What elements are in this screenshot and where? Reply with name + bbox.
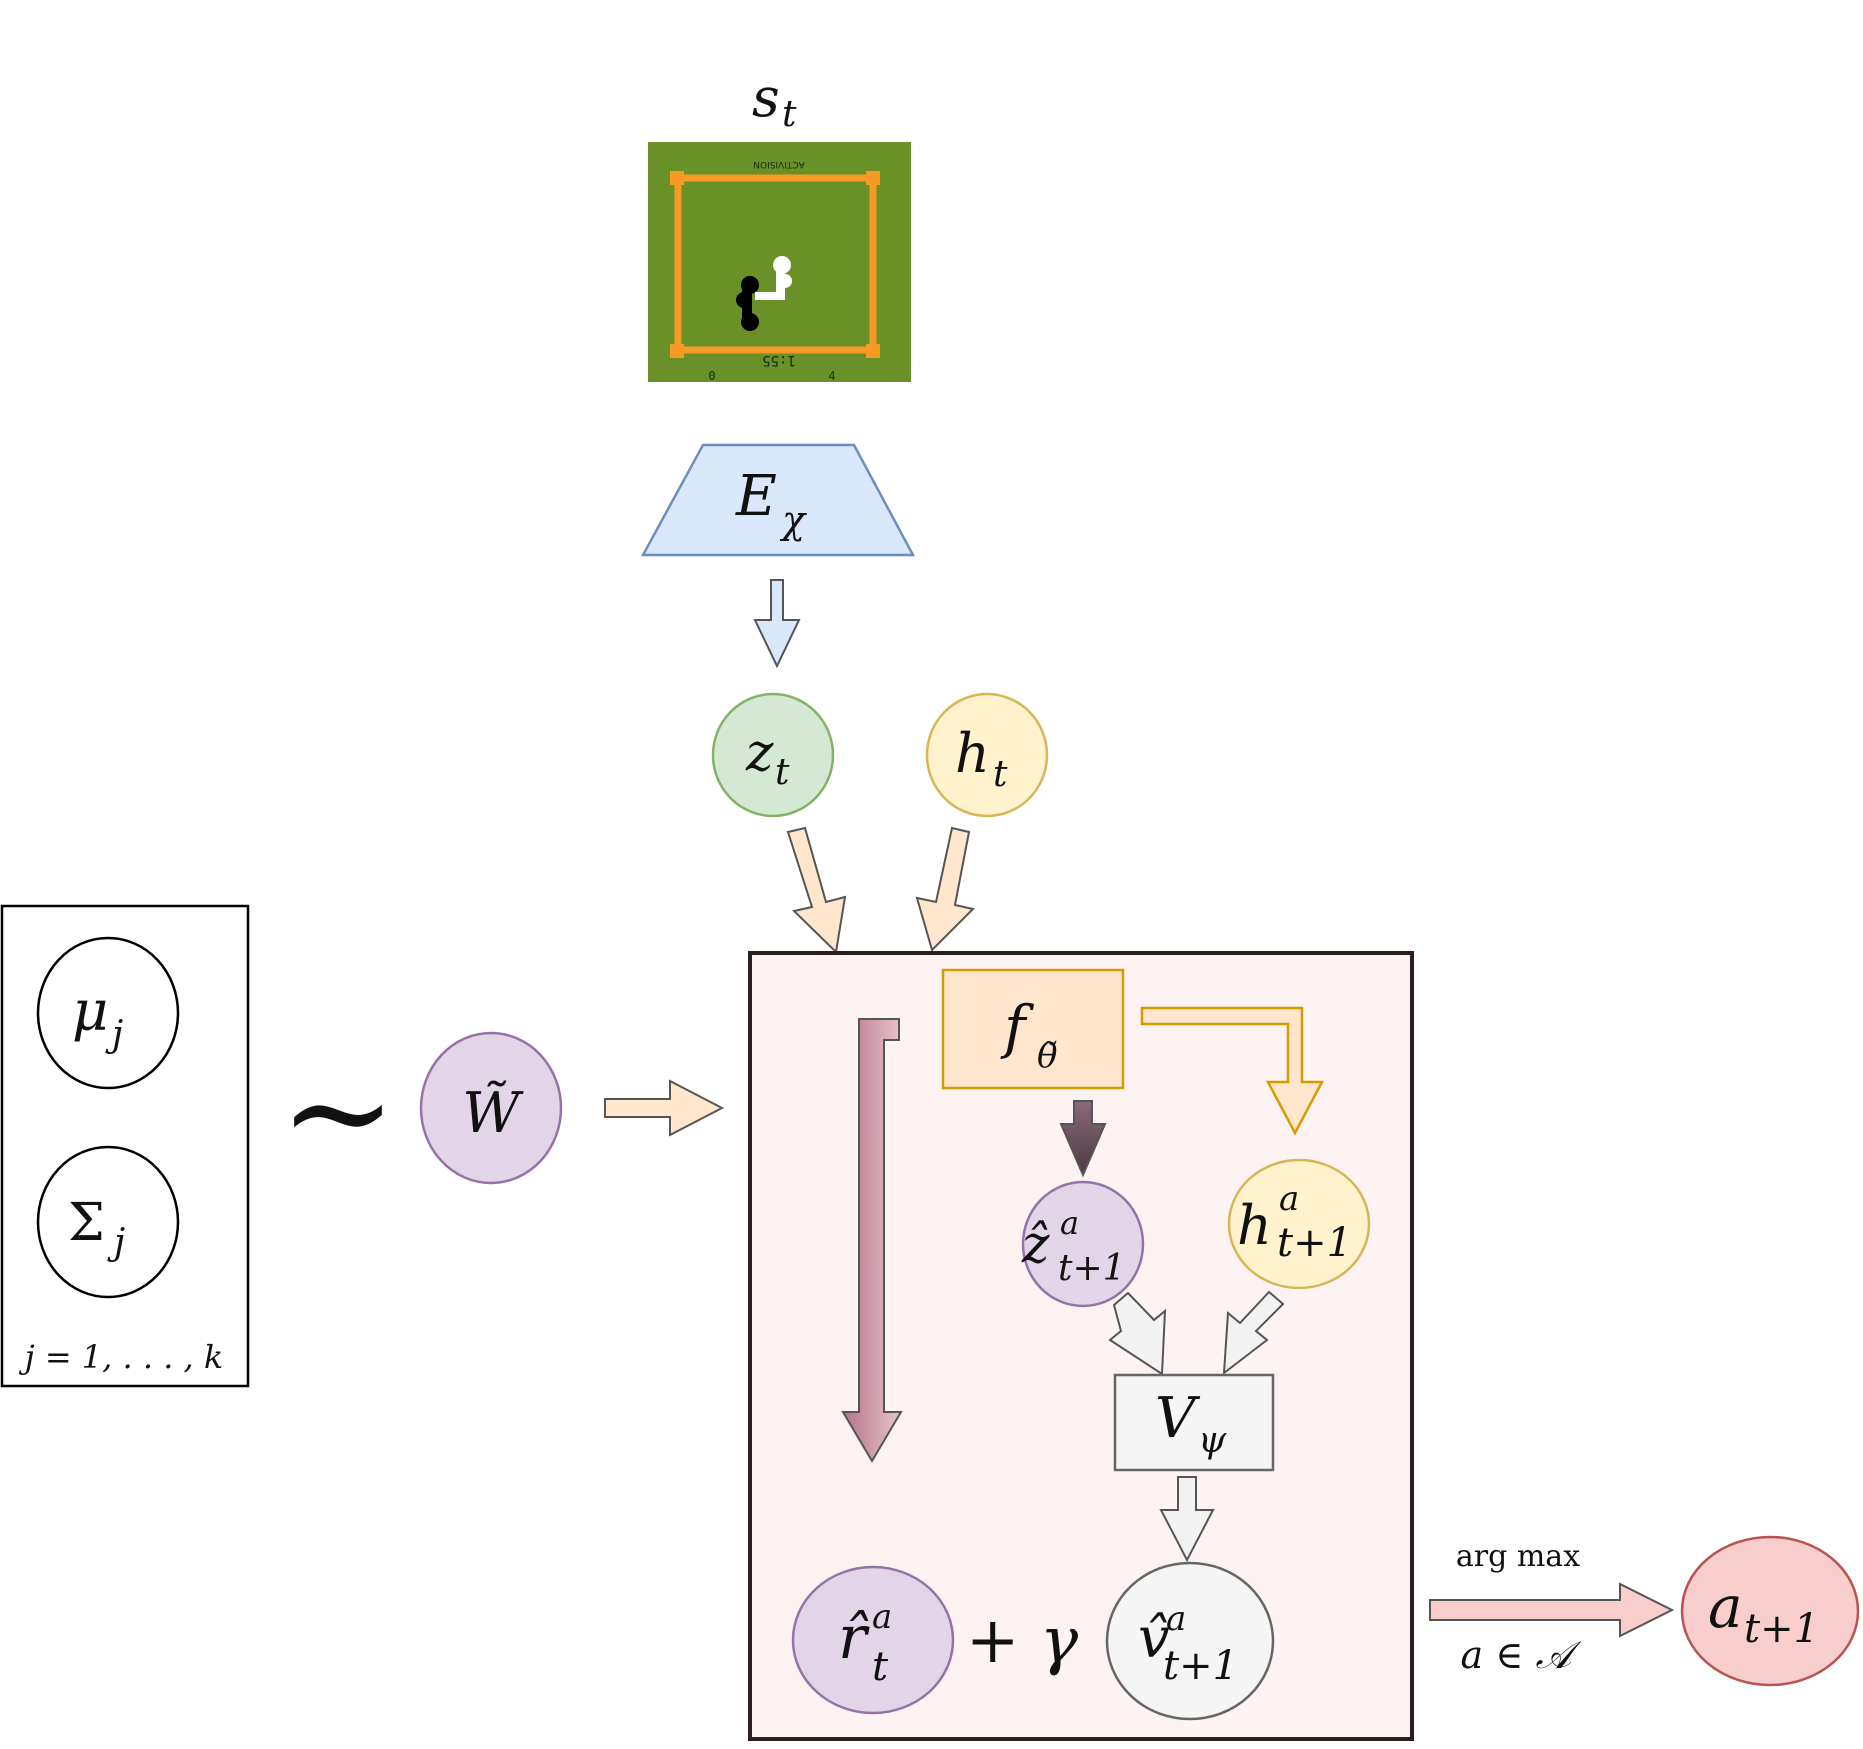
svg-text:t: t bbox=[993, 754, 1008, 795]
svg-text:r̂: r̂ bbox=[838, 1603, 870, 1673]
svg-text:μ: μ bbox=[72, 979, 108, 1044]
action-set-label: a ∈ 𝒜 bbox=[1461, 1633, 1583, 1677]
state-label: s t bbox=[752, 66, 797, 135]
h-to-v-arrow bbox=[1222, 1290, 1285, 1376]
svg-text:ψ: ψ bbox=[1198, 1420, 1227, 1461]
h-t-node: h t bbox=[925, 692, 1049, 818]
game-clock-text: 1:55 bbox=[762, 352, 796, 368]
f-to-h-arrow bbox=[1140, 1006, 1325, 1136]
r-hat-node: r̂ a t bbox=[791, 1565, 955, 1715]
sample-tilde: ∼ bbox=[279, 1031, 396, 1194]
encoder-block: E χ bbox=[640, 443, 916, 557]
argmax-label: arg max bbox=[1456, 1539, 1580, 1574]
svg-text:a: a bbox=[1060, 1204, 1079, 1242]
svg-text:t: t bbox=[872, 1644, 889, 1690]
svg-text:W̃: W̃ bbox=[462, 1080, 524, 1146]
z-t-node: z t bbox=[711, 692, 835, 818]
svg-text:V: V bbox=[1155, 1386, 1201, 1451]
v-hat-node: v̂ a t+1 bbox=[1105, 1561, 1275, 1721]
game-score-right: 4 bbox=[828, 369, 835, 383]
svg-text:ẑ: ẑ bbox=[1021, 1215, 1050, 1275]
svg-text:h: h bbox=[1237, 1194, 1272, 1257]
v-psi-box: V ψ bbox=[1113, 1373, 1275, 1472]
svg-text:t+1: t+1 bbox=[1277, 1220, 1352, 1266]
w-node: W̃ bbox=[419, 1031, 563, 1185]
f-theta-box: f θ̃ bbox=[941, 968, 1125, 1090]
action-node: a t+1 bbox=[1680, 1535, 1860, 1687]
prior-plate: μ j Σ j j = 1, . . . , k bbox=[0, 904, 250, 1388]
svg-text:a: a bbox=[1166, 1599, 1186, 1639]
svg-text:a: a bbox=[872, 1597, 892, 1637]
svg-text:θ̃: θ̃ bbox=[1037, 1036, 1057, 1076]
svg-text:a: a bbox=[1279, 1179, 1299, 1219]
svg-text:Σ: Σ bbox=[68, 1193, 105, 1253]
svg-text:E: E bbox=[735, 464, 777, 529]
svg-text:a: a bbox=[1708, 1573, 1743, 1641]
z-to-model-arrow bbox=[786, 826, 847, 955]
argmax-arrow bbox=[1429, 1582, 1675, 1638]
f-to-z-arrow bbox=[1059, 1100, 1107, 1178]
game-brand-text: ACTIVISION bbox=[753, 159, 804, 169]
z-to-v-arrow bbox=[1108, 1291, 1167, 1376]
v-to-vhat-arrow bbox=[1159, 1476, 1215, 1563]
svg-text:v̂: v̂ bbox=[1138, 1606, 1170, 1671]
svg-text:s: s bbox=[752, 66, 780, 129]
svg-text:t: t bbox=[782, 94, 797, 135]
svg-text:h: h bbox=[955, 722, 990, 785]
svg-text:t+1: t+1 bbox=[1058, 1248, 1126, 1289]
encoder-arrow bbox=[753, 579, 801, 669]
svg-text:j = 1, . . . , k: j = 1, . . . , k bbox=[19, 1338, 224, 1376]
svg-text:t+1: t+1 bbox=[1163, 1643, 1238, 1689]
plus-gamma: + γ bbox=[966, 1604, 1079, 1678]
svg-text:z: z bbox=[745, 723, 774, 783]
w-to-model-arrow bbox=[604, 1079, 725, 1137]
svg-text:t: t bbox=[775, 752, 790, 793]
svg-text:χ: χ bbox=[779, 498, 807, 542]
h-to-model-arrow bbox=[915, 826, 975, 952]
svg-text:t+1: t+1 bbox=[1744, 1606, 1819, 1652]
game-frame-image: ACTIVISION 1:55 0 4 bbox=[648, 142, 911, 383]
h-next-node: h a t+1 bbox=[1227, 1158, 1371, 1290]
z-hat-node: ẑ a t+1 bbox=[1021, 1180, 1145, 1308]
reward-arrow-shape bbox=[841, 1018, 903, 1463]
game-score-left: 0 bbox=[708, 369, 715, 383]
